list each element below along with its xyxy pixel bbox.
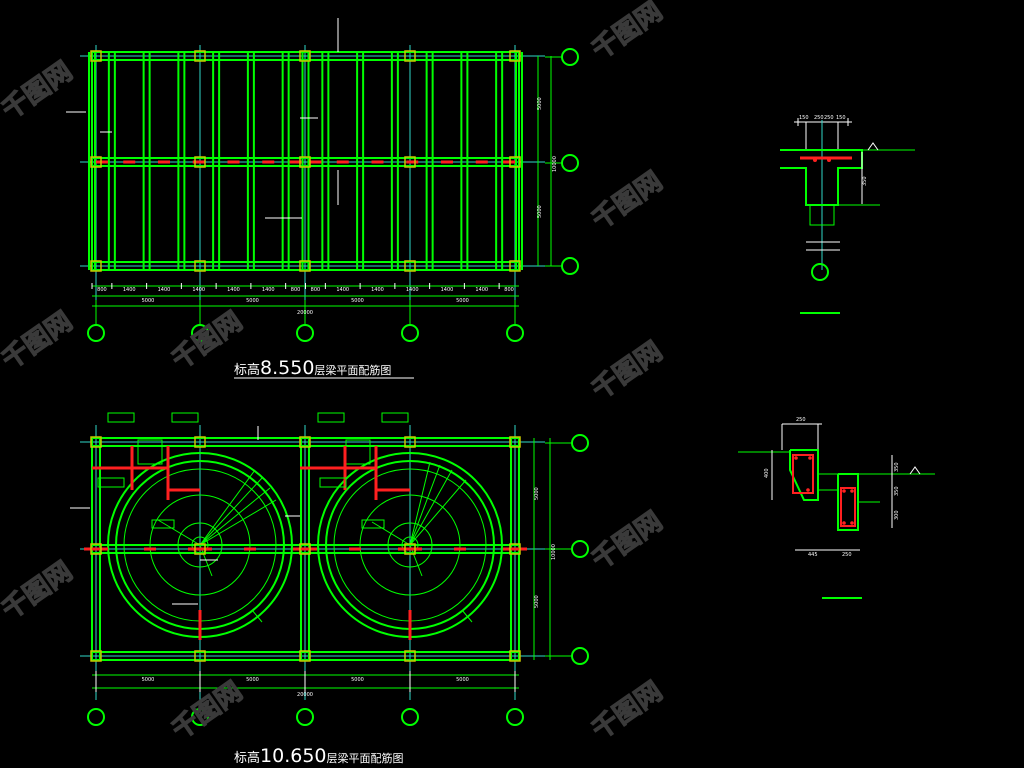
column bbox=[194, 50, 206, 62]
dim-text: 800 bbox=[291, 287, 301, 293]
detail1-dim-3: 250 bbox=[824, 115, 834, 121]
title-elevation: 8.550 bbox=[260, 357, 314, 379]
title-elevation-2: 10.650 bbox=[260, 745, 326, 767]
column bbox=[299, 156, 311, 168]
dim-side-total: 10000 bbox=[552, 156, 558, 172]
dim-text: 5000 bbox=[246, 677, 259, 683]
title-suffix-2: 层梁平面配筋图 bbox=[327, 751, 404, 765]
detail1-dim-2: 250 bbox=[814, 115, 824, 121]
dimension-lines bbox=[92, 56, 552, 307]
column bbox=[509, 156, 521, 168]
dim-text: 1400 bbox=[262, 287, 275, 293]
red-rebar-2 bbox=[92, 439, 412, 640]
column bbox=[509, 543, 521, 555]
column bbox=[404, 543, 416, 555]
column bbox=[404, 50, 416, 62]
section-detail-1: 150 250 250 150 350 bbox=[780, 115, 915, 314]
detail1-side-dim: 350 bbox=[862, 176, 868, 186]
detail2-bottom-dim-2: 250 bbox=[842, 552, 852, 558]
column bbox=[90, 436, 102, 448]
dim-side-total: 10000 bbox=[551, 544, 557, 560]
dim-text: 1400 bbox=[336, 287, 349, 293]
column bbox=[90, 260, 102, 272]
dim-text: 5000 bbox=[456, 298, 469, 304]
detail2-side-dim-1: 400 bbox=[764, 468, 770, 478]
dim-text: 1400 bbox=[441, 287, 454, 293]
column bbox=[509, 260, 521, 272]
annotations bbox=[66, 18, 339, 219]
column bbox=[299, 260, 311, 272]
title-prefix-2: 标高 bbox=[234, 750, 260, 766]
column bbox=[194, 650, 206, 662]
dim-side: 5000 bbox=[537, 205, 543, 218]
dim-text: 800 bbox=[311, 287, 321, 293]
dim-text: 1400 bbox=[406, 287, 419, 293]
dim-total: 20000 bbox=[297, 692, 313, 698]
dimension-texts-2: 5000 5000 5000 5000 20000 5000 5000 10000 bbox=[95, 487, 557, 698]
column bbox=[299, 650, 311, 662]
dim-total: 20000 bbox=[297, 310, 313, 316]
detail2-side-dim-4: 300 bbox=[894, 510, 900, 520]
dim-side: 5000 bbox=[537, 97, 543, 110]
column bbox=[299, 543, 311, 555]
column bbox=[194, 260, 206, 272]
beam-tags bbox=[70, 412, 409, 605]
detail1-dim-4: 150 bbox=[836, 115, 846, 121]
column bbox=[404, 650, 416, 662]
dim-text: 800 bbox=[504, 287, 514, 293]
detail2-side-dim-3: 350 bbox=[894, 486, 900, 496]
column bbox=[299, 50, 311, 62]
axis-lines-2 bbox=[80, 425, 545, 700]
main-beams bbox=[91, 51, 520, 271]
detail2-side-dim-2: 350 bbox=[894, 462, 900, 472]
dim-text: 5000 bbox=[142, 298, 155, 304]
dim-text: 5000 bbox=[246, 298, 259, 304]
dim-text: 5000 bbox=[142, 677, 155, 683]
column bbox=[509, 436, 521, 448]
column bbox=[299, 436, 311, 448]
detail2-bottom-dim-1: 445 bbox=[808, 552, 818, 558]
column bbox=[194, 543, 206, 555]
column bbox=[404, 156, 416, 168]
column bbox=[509, 50, 521, 62]
ring-beam-left bbox=[107, 452, 293, 638]
axis-bubbles bbox=[87, 48, 579, 342]
columns-2 bbox=[90, 436, 521, 662]
column bbox=[90, 156, 102, 168]
beam-plan-8550: 800 1400 1400 1400 1400 1400 800 800 1400 1400 140… bbox=[66, 18, 579, 379]
dim-text: 5000 bbox=[351, 298, 364, 304]
dim-text: 5000 bbox=[456, 677, 469, 683]
column bbox=[404, 260, 416, 272]
dim-text: 1400 bbox=[192, 287, 205, 293]
axis-bubbles-2 bbox=[87, 434, 589, 726]
detail2-dim-top: 250 bbox=[796, 417, 806, 423]
column bbox=[90, 650, 102, 662]
column bbox=[90, 50, 102, 62]
joists bbox=[88, 52, 523, 270]
beam-plan-10650: 5000 5000 5000 5000 20000 5000 5000 10000 标高10.… bbox=[70, 412, 589, 767]
column bbox=[194, 436, 206, 448]
columns bbox=[90, 50, 521, 272]
dim-side: 5000 bbox=[534, 595, 540, 608]
dim-text: 5000 bbox=[351, 677, 364, 683]
dimension-texts: 800 1400 1400 1400 1400 1400 800 800 1400 1400 140… bbox=[91, 97, 558, 316]
column bbox=[194, 156, 206, 168]
column bbox=[404, 436, 416, 448]
dim-text: 800 bbox=[97, 287, 107, 293]
title-suffix: 层梁平面配筋图 bbox=[314, 363, 391, 377]
dim-text: 1400 bbox=[371, 287, 384, 293]
dim-text: 1400 bbox=[158, 287, 171, 293]
column bbox=[509, 650, 521, 662]
plan-title-10650: 标高10.650层梁平面配筋图 bbox=[234, 745, 404, 767]
dim-side: 5000 bbox=[534, 487, 540, 500]
title-prefix: 标高 bbox=[234, 362, 260, 378]
column bbox=[90, 543, 102, 555]
detail1-dim-1: 150 bbox=[799, 115, 809, 121]
section-detail-2: 250 400 350 350 300 445 250 bbox=[738, 417, 935, 599]
dim-text: 1400 bbox=[227, 287, 240, 293]
plan-title-8550: 标高8.550层梁平面配筋图 bbox=[234, 357, 391, 379]
dim-text: 1400 bbox=[123, 287, 136, 293]
dim-text: 1400 bbox=[475, 287, 488, 293]
